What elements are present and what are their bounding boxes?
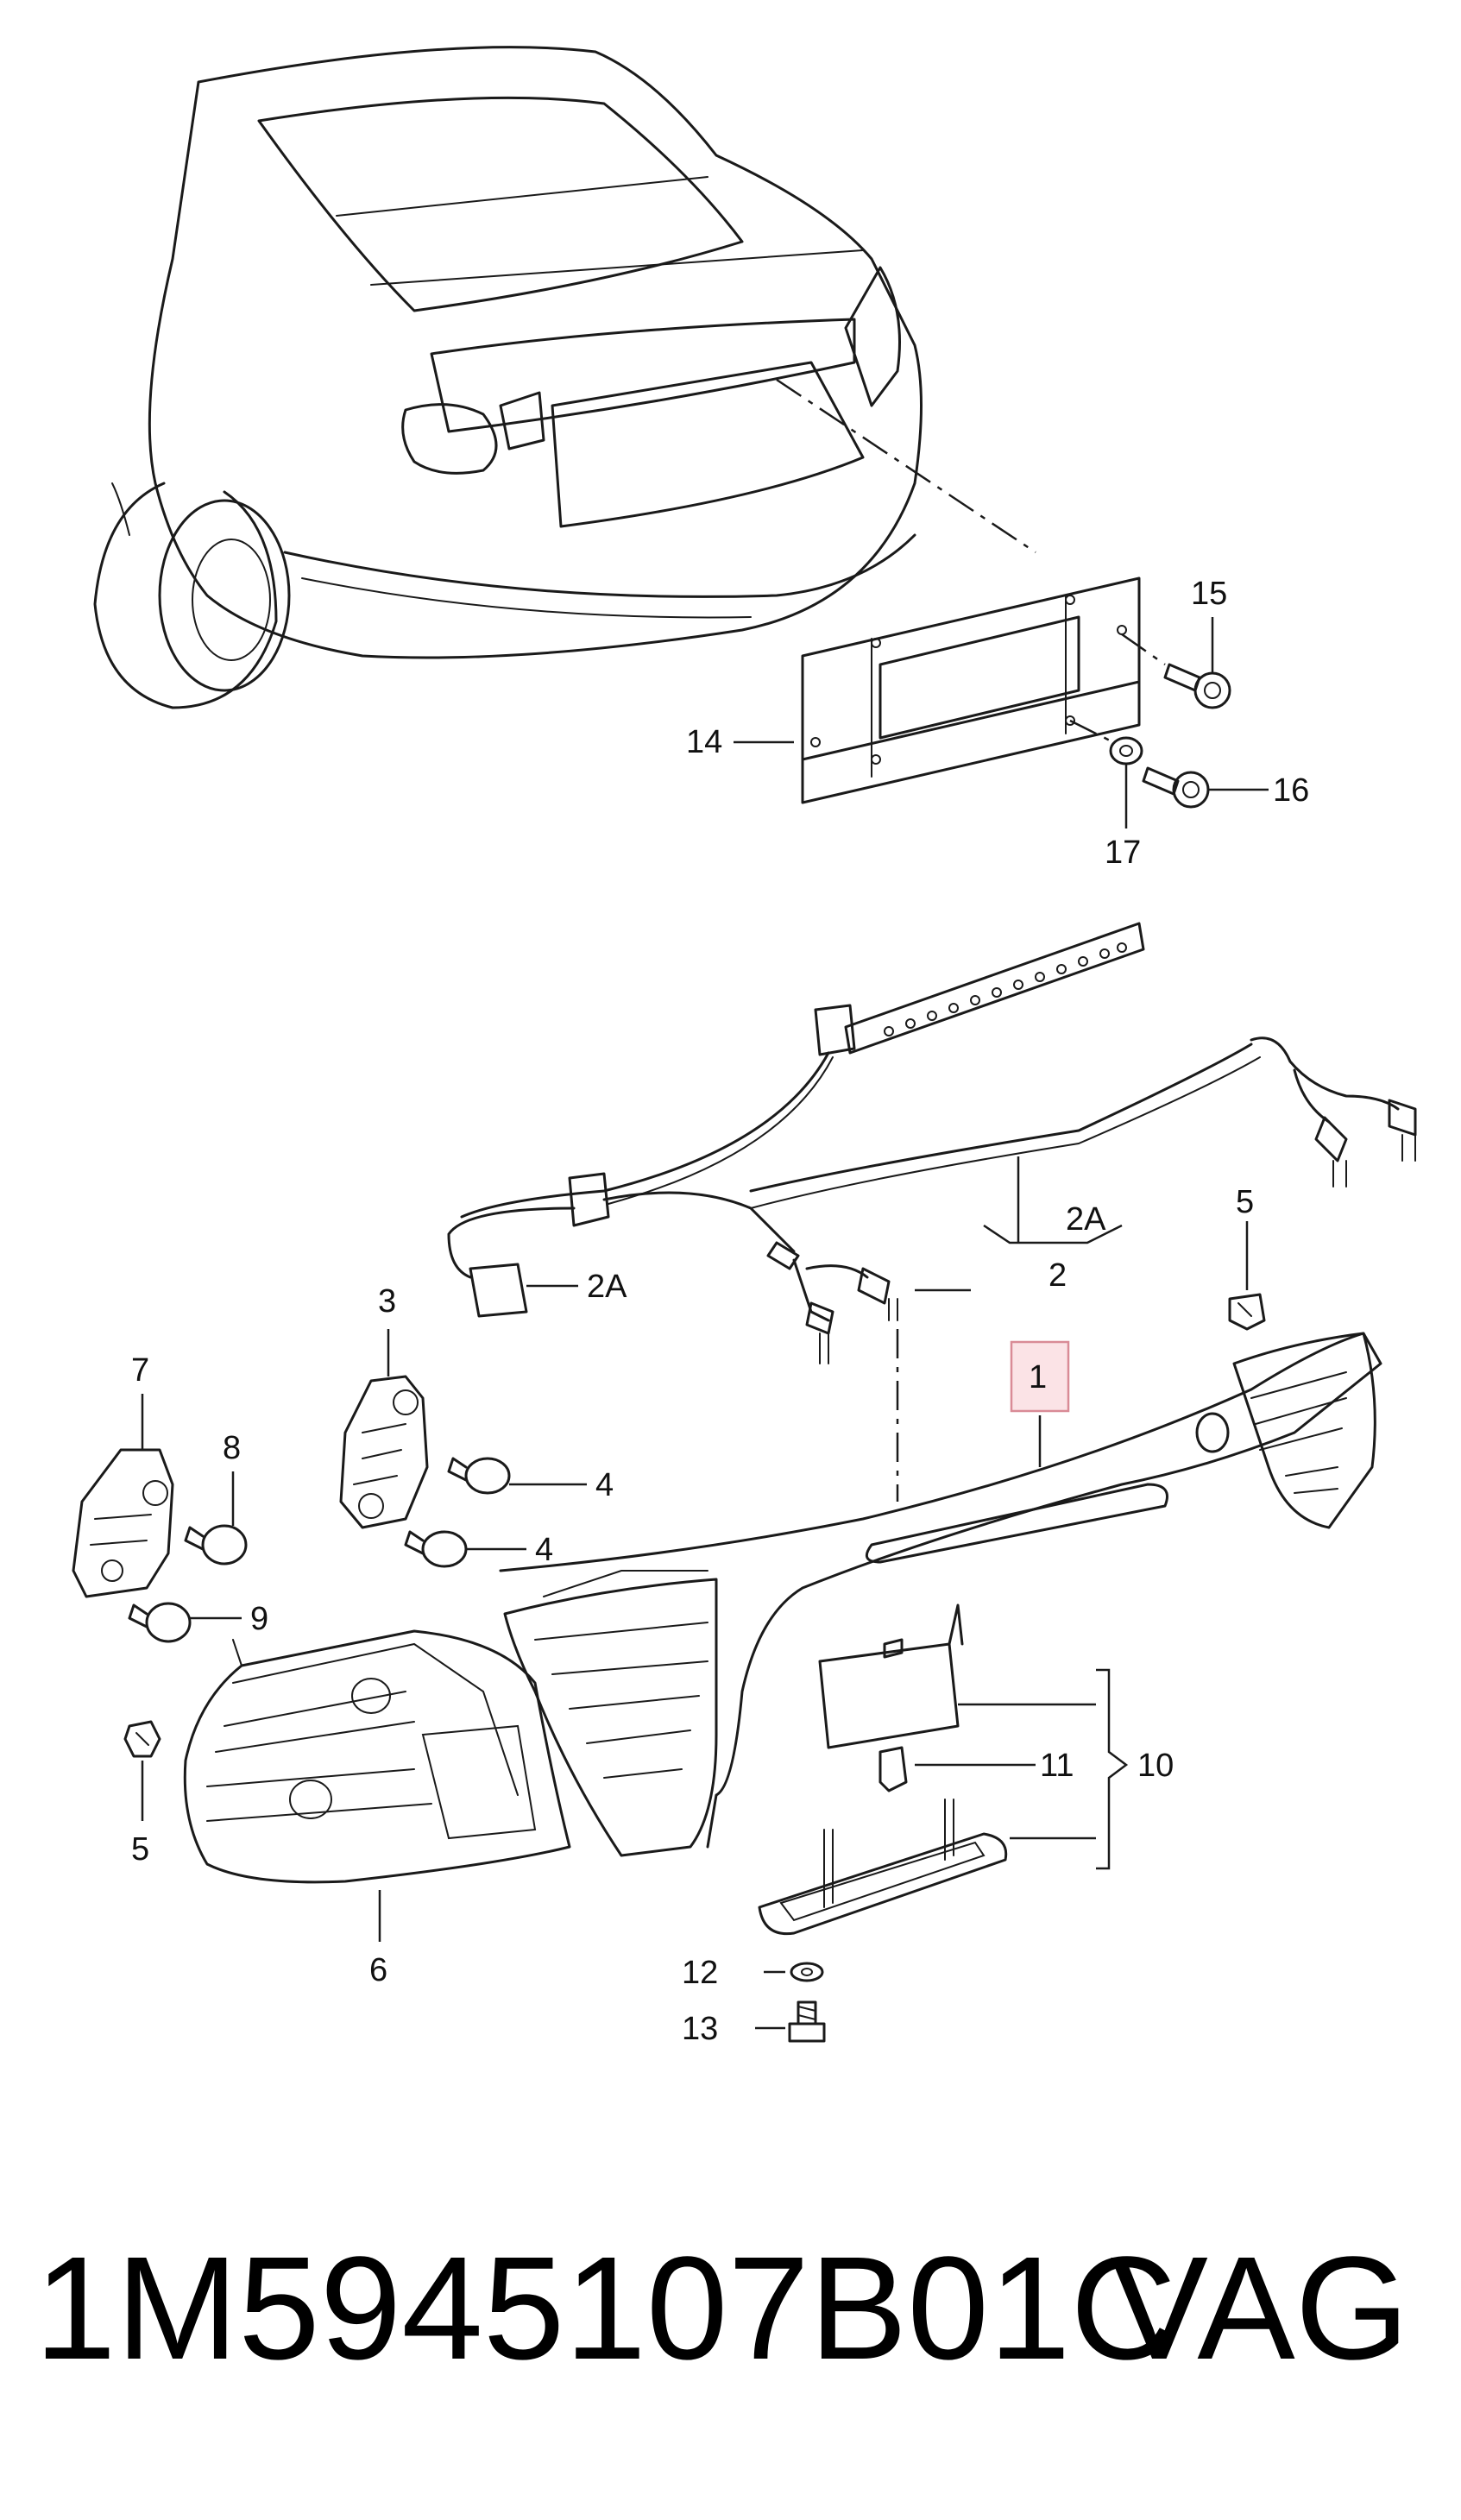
bulb-11 — [878, 1746, 908, 1792]
label-10: 10 — [1137, 1748, 1174, 1784]
bulb-4-upper — [447, 1457, 511, 1495]
label-14: 14 — [686, 724, 722, 760]
label-3: 3 — [378, 1283, 396, 1320]
label-5-left: 5 — [131, 1831, 149, 1868]
label-6: 6 — [369, 1952, 387, 1988]
label-15: 15 — [1191, 576, 1227, 612]
wiring-harness — [447, 922, 1417, 1502]
plate-light-lens — [758, 1799, 1008, 1936]
label-13: 13 — [682, 2011, 718, 2047]
label-9: 9 — [250, 1601, 268, 1637]
rear-lamp-assembly — [499, 1332, 1382, 1849]
assembly-guide-line — [776, 378, 1036, 554]
label-4-lower: 4 — [535, 1532, 553, 1568]
label-2: 2 — [1049, 1257, 1067, 1294]
label-11: 11 — [1040, 1748, 1074, 1784]
label-2A-left: 2A — [587, 1269, 627, 1305]
part-number-caption: 1M5945107B01C — [35, 2227, 1177, 2391]
bulb-9 — [128, 1602, 192, 1643]
car-rear-body — [93, 46, 923, 709]
bulb-holder-3 — [339, 1375, 429, 1529]
label-16: 16 — [1273, 772, 1309, 809]
mounting-plate — [801, 576, 1141, 804]
bulb-holder-7 — [72, 1448, 174, 1598]
screw-16 — [1142, 766, 1210, 809]
label-17: 17 — [1105, 835, 1141, 871]
washer-12 — [790, 1962, 824, 1982]
callout-labels: 15 16 17 14 2A 2 2A 5 1 3 4 4 7 8 9 5 6 … — [131, 576, 1309, 2047]
label-2-bracket — [983, 1156, 1123, 1244]
label-5-right: 5 — [1236, 1184, 1254, 1220]
tail-lamp-6 — [183, 1629, 571, 1884]
highlight-box — [1010, 1340, 1070, 1413]
plate-light-housing — [818, 1603, 964, 1749]
clip-5-right — [1228, 1293, 1266, 1331]
brand-caption: VAG — [1110, 2227, 1409, 2391]
label-1: 1 — [1029, 1359, 1047, 1395]
inner-lamp — [503, 1570, 718, 1857]
bulb-8 — [184, 1524, 248, 1566]
leader-lines — [141, 617, 1269, 2030]
clip-5-left — [123, 1720, 161, 1758]
bulb-4-lower — [404, 1530, 468, 1568]
screw-13 — [788, 2000, 826, 2043]
label-4-upper: 4 — [595, 1467, 614, 1503]
label-2A-right: 2A — [1066, 1201, 1106, 1238]
label-12: 12 — [682, 1955, 718, 1991]
label-7: 7 — [131, 1352, 149, 1389]
label-8: 8 — [223, 1430, 241, 1466]
